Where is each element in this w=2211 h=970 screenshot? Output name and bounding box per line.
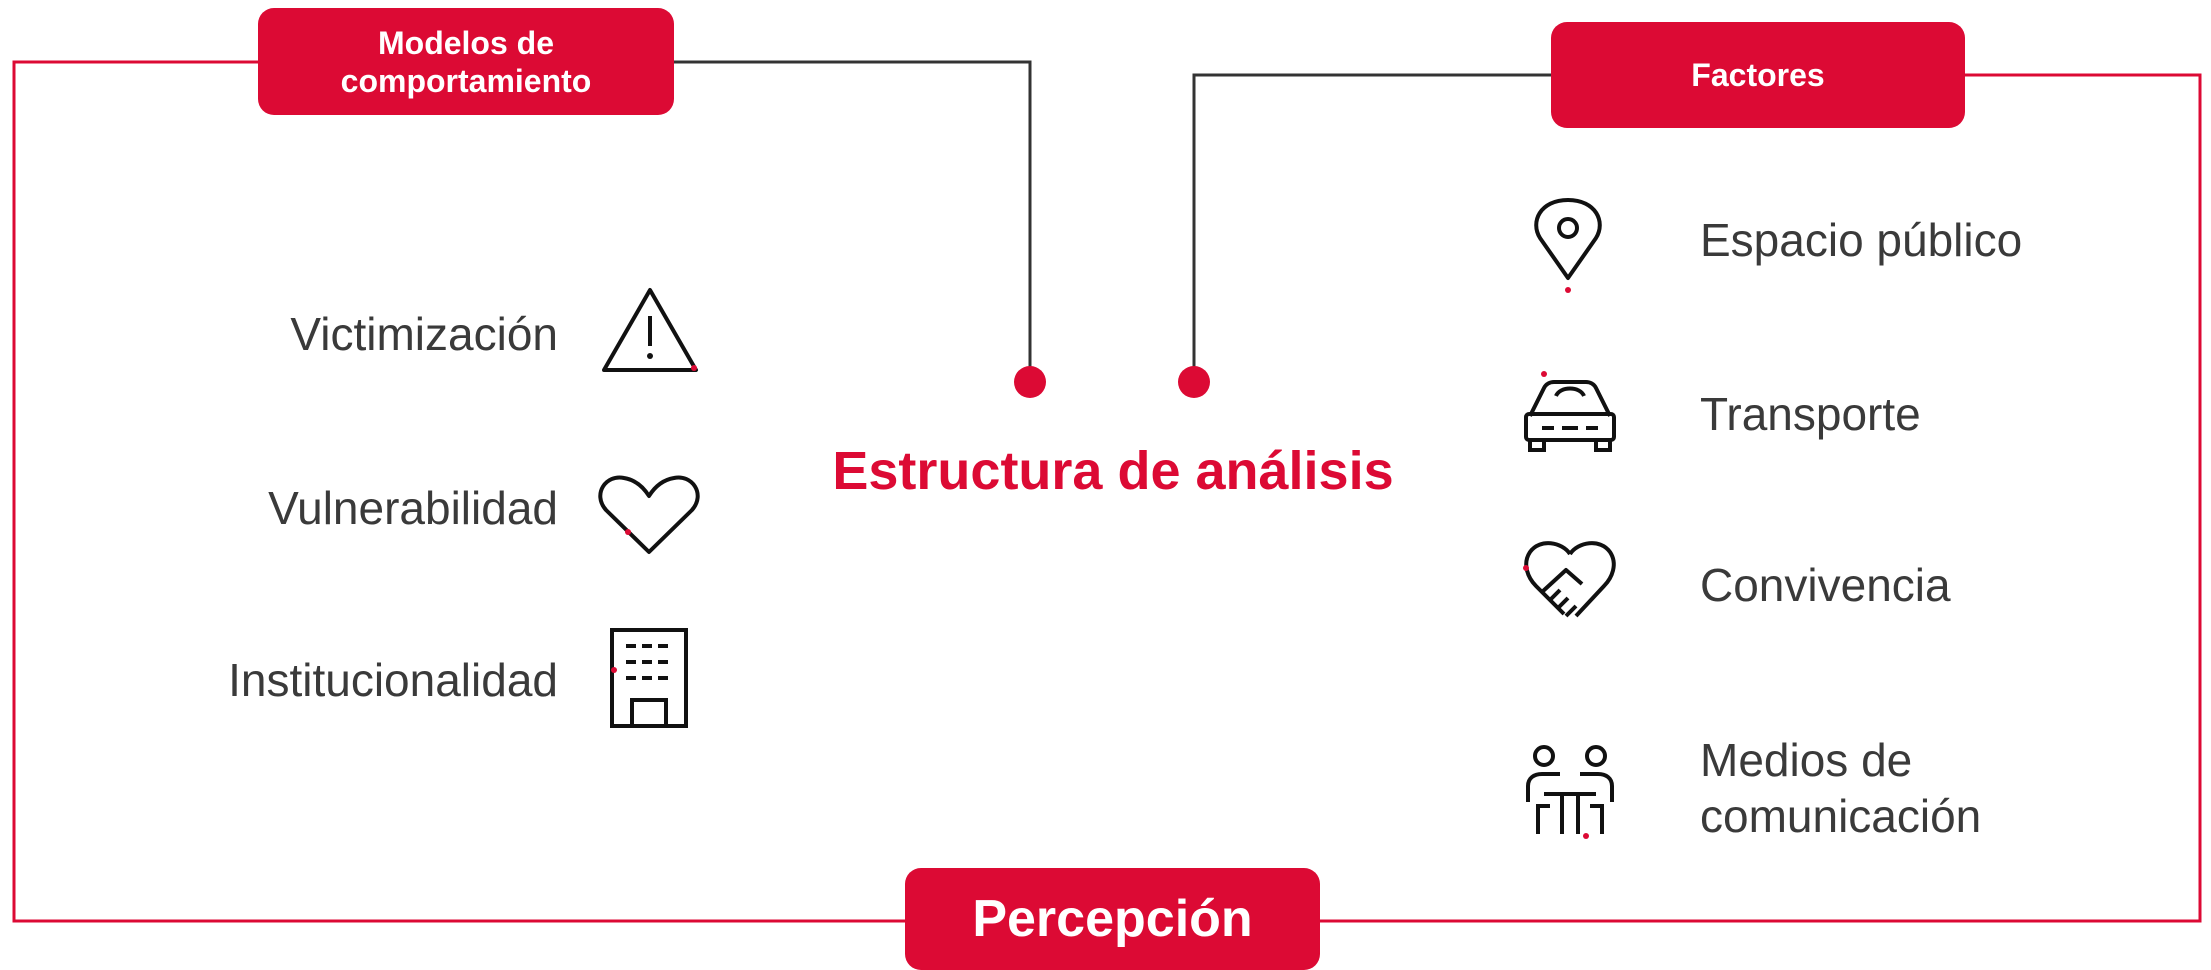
frame-label: Percepción [972,890,1253,948]
frame-right-line [1320,73,2202,923]
right-item-label-2: Convivencia [1700,559,1951,611]
people-meeting-icon [1520,742,1620,847]
warning-triangle-icon [598,280,702,381]
diagram-title: Estructura de análisis [832,441,1394,501]
heart-icon [594,470,704,561]
right-item-label-0: Espacio público [1700,214,2023,266]
left-item-label-2: Institucionalidad [228,654,558,706]
building-icon [604,626,694,735]
right-group-label: Factores [1691,56,1825,93]
frame-left-line [12,60,905,923]
left-group-label: Modelos de comportamiento [340,24,592,99]
right-item-label-1: Transporte [1700,388,1921,440]
right-item-label-3: Medios de comunicación [1700,732,2040,844]
left-connector [674,60,1032,382]
left-item-label-1: Vulnerabilidad [268,482,558,534]
left-connector-dot [1014,366,1046,398]
location-pin-icon [1526,194,1610,299]
right-item-label-3-text: Medios de comunicación [1700,734,1982,842]
right-connector-dot [1178,366,1210,398]
right-connector [1192,73,1551,382]
car-icon [1520,366,1620,461]
left-item-label-0: Victimización [290,308,558,360]
frame-label-tag: Percepción [905,868,1320,970]
left-group-tag: Modelos de comportamiento [258,8,674,115]
handshake-heart-icon [1520,534,1620,639]
right-group-tag: Factores [1551,22,1965,128]
